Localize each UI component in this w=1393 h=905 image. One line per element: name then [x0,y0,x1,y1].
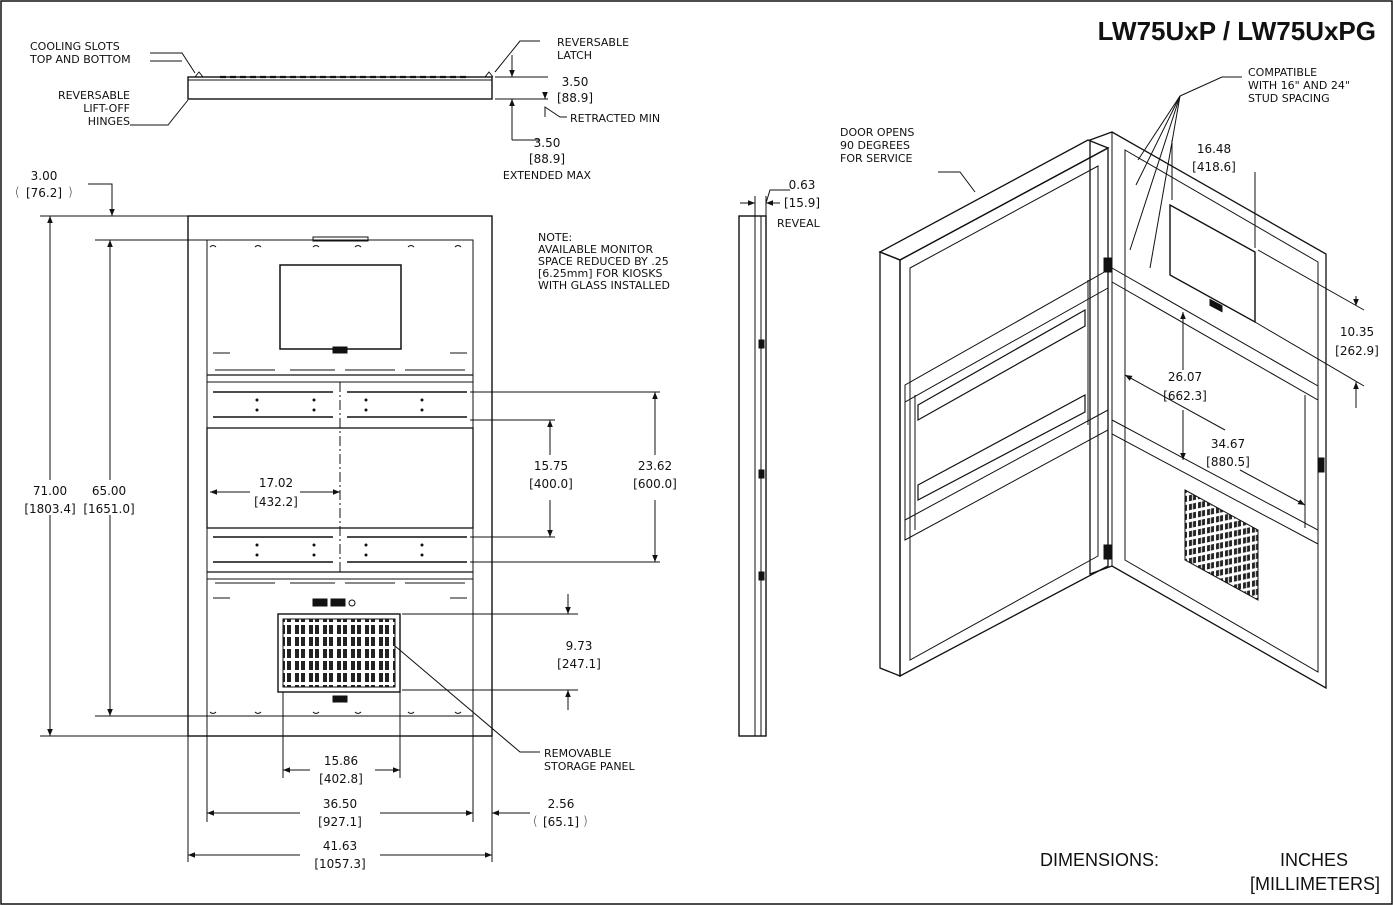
mount-height-a-in: 15.75 [534,459,568,473]
iso-d3-in: 26.07 [1168,370,1202,384]
extended-dim-in: 3.50 [534,136,561,150]
iso-view-labels: DOOR OPENS 90 DEGREES FOR SERVICE COMPAT… [840,66,1379,469]
side-offset-in: 2.56 [548,797,575,811]
outer-width-in: 41.63 [323,839,357,853]
units-secondary: [MILLIMETERS] [1250,874,1380,894]
svg-text:FOR SERVICE: FOR SERVICE [840,152,913,165]
retracted-dim-in: 3.50 [562,75,589,89]
mount-height-b-mm: [600.0] [633,477,677,491]
retracted-note: RETRACTED MIN [570,112,660,125]
svg-text:(: ( [533,814,538,828]
svg-text:TOP AND BOTTOM: TOP AND BOTTOM [29,53,131,66]
hinges-label: REVERSABLE [58,89,130,102]
reveal-mm: [15.9] [784,196,820,210]
mount-height-b-in: 23.62 [638,459,672,473]
mount-half-width-mm: [432.2] [254,495,298,509]
svg-text:): ) [583,814,588,828]
outer-width-mm: [1057.3] [314,857,365,871]
retracted-dim-mm: [88.9] [557,91,593,105]
units-label: DIMENSIONS: [1040,850,1159,870]
svg-text:LATCH: LATCH [557,49,592,62]
front-view-labels: 3.00 [76.2] ( ) 71.00 [1803.4] 65.00 [16… [15,169,677,871]
cooling-slots-label: COOLING SLOTS [30,40,120,53]
height-outer-in: 71.00 [33,484,67,498]
panel-width-in: 15.86 [324,754,358,768]
inner-width-mm: [927.1] [318,815,362,829]
iso-d4-mm: [880.5] [1206,455,1250,469]
side-view [738,189,790,737]
reveal-note: REVEAL [777,217,821,230]
svg-text:AVAILABLE MONITOR: AVAILABLE MONITOR [538,243,653,256]
panel-height-mm: [247.1] [557,657,601,671]
door-opens-label: DOOR OPENS [840,126,914,139]
extended-dim-mm: [88.9] [529,152,565,166]
drawing-title: LW75UxP / LW75UxPG [1098,16,1376,46]
iso-view [878,76,1365,690]
extended-note: EXTENDED MAX [503,169,592,182]
iso-d2-in: 10.35 [1340,325,1374,339]
svg-text:STORAGE PANEL: STORAGE PANEL [544,760,635,773]
inner-width-in: 36.50 [323,797,357,811]
svg-text:WITH 16" AND 24": WITH 16" AND 24" [1248,79,1350,92]
reveal-in: 0.63 [789,178,816,192]
svg-text:): ) [68,185,73,199]
iso-d3-mm: [662.3] [1163,389,1207,403]
top-view-labels: COOLING SLOTS TOP AND BOTTOM REVERSABLE … [29,36,660,182]
iso-d2-mm: [262.9] [1335,344,1379,358]
height-outer-mm: [1803.4] [24,502,75,516]
offset-top-mm: [76.2] [26,186,62,200]
svg-text:90 DEGREES: 90 DEGREES [840,139,910,152]
side-view-labels: 0.63 [15.9] REVEAL [777,178,821,230]
svg-text:STUD SPACING: STUD SPACING [1248,92,1330,105]
svg-text:HINGES: HINGES [88,115,130,128]
side-offset-mm: [65.1] [543,815,579,829]
note-line: NOTE: [538,231,572,244]
svg-text:SPACE REDUCED BY .25: SPACE REDUCED BY .25 [538,255,669,268]
svg-text:WITH GLASS INSTALLED: WITH GLASS INSTALLED [538,279,670,292]
units-primary: INCHES [1280,850,1348,870]
svg-text:[6.25mm] FOR KIOSKS: [6.25mm] FOR KIOSKS [538,267,662,280]
svg-text:(: ( [15,185,20,199]
mount-half-width-in: 17.02 [259,476,293,490]
top-view [130,40,567,141]
compatible-label: COMPATIBLE [1248,66,1317,79]
height-inner-mm: [1651.0] [83,502,134,516]
front-view-dots [255,398,424,557]
mount-height-a-mm: [400.0] [529,477,573,491]
front-view [187,215,493,737]
iso-d1-in: 16.48 [1197,142,1231,156]
offset-top-in: 3.00 [31,169,58,183]
panel-width-mm: [402.8] [319,772,363,786]
panel-height-in: 9.73 [566,639,593,653]
svg-text:LIFT-OFF: LIFT-OFF [83,102,130,115]
storage-panel-label: REMOVABLE [544,747,612,760]
iso-d4-in: 34.67 [1211,437,1245,451]
height-inner-in: 65.00 [92,484,126,498]
units-note: DIMENSIONS: INCHES [MILLIMETERS] [1040,850,1380,894]
iso-d1-mm: [418.6] [1192,160,1236,174]
latch-label: REVERSABLE [557,36,629,49]
front-view-dimensions [40,183,660,862]
